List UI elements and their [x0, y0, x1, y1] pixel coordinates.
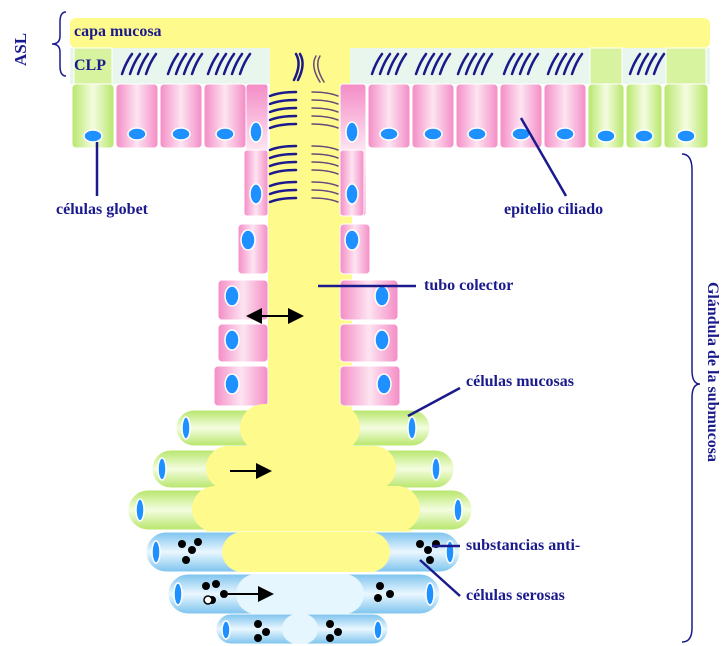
duct-cell	[238, 224, 268, 274]
mucous-cells-label: células mucosas	[466, 374, 574, 390]
antimicrobial-substances-label: substancias anti-	[466, 538, 580, 554]
ciliated-cell	[244, 150, 268, 216]
goblet-cells-label: células globet	[56, 202, 148, 218]
mucus-layer	[70, 18, 710, 48]
asl-brace	[52, 12, 66, 76]
granule-open	[204, 596, 212, 604]
ciliated-epithelium-label: epitelio ciliado	[504, 202, 603, 218]
goblet-cell	[590, 48, 622, 84]
serous-cells-label: células serosas	[466, 588, 565, 604]
collecting-duct-label: tubo colector	[424, 278, 513, 294]
clp-label: CLP	[74, 58, 106, 74]
gland-brace	[682, 154, 700, 642]
asl-label: ASL	[12, 33, 29, 66]
goblet-cell	[666, 48, 706, 84]
mucus-layer-label: capa mucosa	[74, 24, 162, 40]
submucosal-gland-label: Glándula de la submucosa	[704, 272, 720, 472]
ciliated-cell	[340, 150, 364, 216]
duct-cell	[214, 366, 268, 406]
